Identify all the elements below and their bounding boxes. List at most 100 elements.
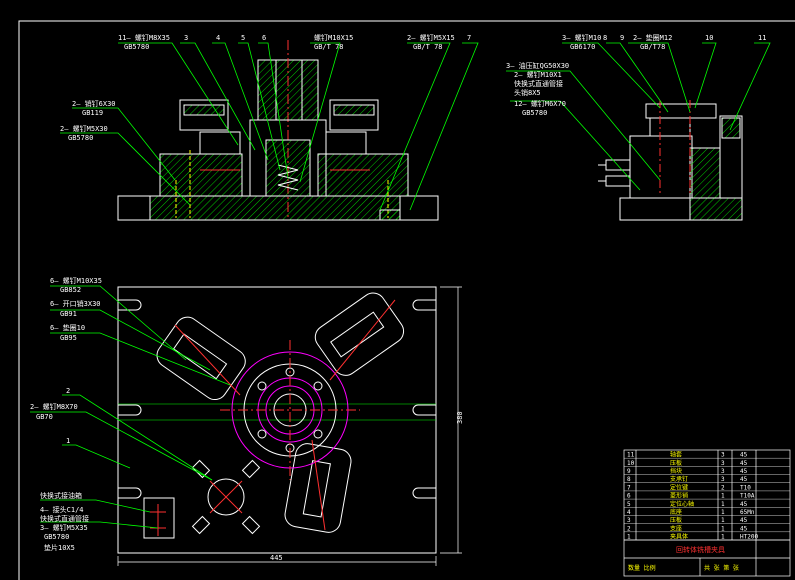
label-plan-a: 6— 螺钉M10X35 [50, 276, 102, 285]
bom-cell-m: HT200 [740, 534, 758, 541]
bom-cell-q: 1 [721, 493, 725, 500]
side-label-texts: 3— 油压缸QG50X30 2— 螺钉M10X1 快换式直通管接 头销8X5 1… [506, 33, 766, 117]
label-cylinder: 3— 油压缸QG50X30 [506, 61, 569, 70]
plan-leaders [30, 285, 231, 529]
label-n5: 5 [241, 34, 245, 42]
label-plan-c-std: GB95 [60, 334, 77, 342]
bom-cell-n: 2 [627, 525, 631, 532]
bom-cell-name: 定位心轴 [670, 500, 694, 508]
bom-cell-m: T10 [740, 484, 751, 491]
bom-cell-m: 45 [740, 460, 748, 467]
bom-cell-n: 4 [627, 509, 631, 516]
bom-footer-2: 共 张 第 张 [704, 564, 739, 572]
label-plan-g: 快换式直通管接 [40, 514, 89, 523]
bom-cell-name: 压板 [670, 459, 682, 467]
label-item-11-std: GB5780 [124, 43, 149, 51]
label-n8: 8 [603, 34, 607, 42]
bom-cell-q: 3 [721, 460, 725, 467]
label-plan-e: 快换式接油箱 [40, 491, 82, 500]
bom-cell-m: 45 [740, 525, 748, 532]
bom-cell-name: 菱形销 [670, 492, 688, 500]
label-plan-b-std: GB91 [60, 310, 77, 318]
bom-cell-m: 45 [740, 468, 748, 475]
label-cylinder-2: 2— 螺钉M10X1 [514, 70, 562, 79]
bom-cell-q: 1 [721, 517, 725, 524]
bom-cell-n: 6 [627, 493, 631, 500]
bom-cell-n: 7 [627, 484, 631, 491]
front-label-texts: 11— 螺钉M8X35 GB5780 3 4 5 6 螺钉M10X15 GB/T… [60, 33, 471, 142]
plan-label-texts: 6— 螺钉M10X35 GB852 6— 开口销3X30 GB91 6— 垫圈1… [30, 276, 102, 552]
bom-cell-name: 夹具体 [670, 533, 688, 541]
bom-cell-n: 11 [627, 452, 635, 459]
label-cylinder-5-std: GB5780 [522, 109, 547, 117]
label-side-2: 2— 垫圈M12 [633, 33, 672, 42]
label-cylinder-5: 12— 螺钉M6X70 [514, 99, 566, 108]
bom-cell-n: 3 [627, 517, 631, 524]
bom-cell-name: 挡块 [670, 467, 682, 475]
bom-cell-q: 2 [721, 484, 725, 491]
bom-cell-q: 1 [721, 525, 725, 532]
plan-dimensions [117, 286, 462, 566]
bom-cell-m: T10A [740, 493, 755, 500]
bom-cell-name: 支承钉 [670, 475, 688, 483]
bom-cell-n: 10 [627, 460, 635, 467]
bom-cell-n: 8 [627, 476, 631, 483]
bom-cell-q: 3 [721, 476, 725, 483]
bom-table [623, 449, 791, 577]
label-plan-h: 3— 螺钉M5X35 [40, 523, 88, 532]
label-pin-std: GB119 [82, 109, 103, 117]
side-view [598, 100, 743, 221]
bom-cell-name: 定位键 [670, 483, 688, 491]
label-plan-a-std: GB852 [60, 286, 81, 294]
label-plan-b: 6— 开口销3X30 [50, 299, 101, 308]
plan-view [117, 286, 437, 554]
bom-cell-q: 1 [721, 534, 725, 541]
label-side-2-std: GB/T78 [640, 43, 665, 51]
label-nut-std: GB/T 78 [314, 43, 344, 51]
bom-cell-m: 45 [740, 452, 748, 459]
front-leaders [60, 42, 479, 211]
label-n9: 9 [620, 34, 624, 42]
bom-cell-q: 1 [721, 509, 725, 516]
label-plan-h-std: GB5780 [44, 533, 69, 541]
label-plan-n2: 2 [66, 387, 70, 395]
bom-footer-1: 数量 比例 [628, 564, 656, 572]
bom-cell-q: 1 [721, 501, 725, 508]
bom-cell-q: 3 [721, 452, 725, 459]
label-plan-f: 4— 接头C1/4 [40, 505, 84, 514]
label-item-2: 2— 螺钉M5X15 [407, 33, 455, 42]
label-item-2-std: GB/T 78 [413, 43, 443, 51]
label-n4: 4 [216, 34, 220, 42]
label-item-11: 11— 螺钉M8X35 [118, 33, 170, 42]
bom-cell-n: 5 [627, 501, 631, 508]
label-n11: 11 [758, 34, 766, 42]
drawing-border [18, 20, 795, 580]
bom-cell-name: 压板 [670, 516, 682, 524]
label-n6: 6 [262, 34, 266, 42]
bom-cell-q: 3 [721, 468, 725, 475]
label-cylinder-3: 快换式直通管接 [514, 79, 563, 88]
label-plan-d: 2— 螺钉M8X70 [30, 402, 78, 411]
dim-height: 380 [456, 411, 464, 424]
bom-cell-m: 45 [740, 517, 748, 524]
bom-cell-n: 9 [627, 468, 631, 475]
label-plan-d-std: GB70 [36, 413, 53, 421]
label-pin: 2— 销钉6X30 [72, 99, 116, 108]
bom-cell-n: 1 [627, 534, 631, 541]
label-plan-i: 垫片10X5 [44, 543, 75, 552]
bom-cell-name: 支座 [670, 524, 682, 532]
label-bolt-std: GB5780 [68, 134, 93, 142]
bom-cell-m: 45 [740, 476, 748, 483]
label-side-3: 3— 螺钉M10 [562, 33, 601, 42]
bom-cell-name: 底座 [670, 508, 682, 516]
label-nut: 螺钉M10X15 [314, 33, 353, 42]
label-n3: 3 [184, 34, 188, 42]
dim-width: 445 [270, 554, 283, 562]
label-plan-c: 6— 垫圈10 [50, 323, 85, 332]
label-n7: 7 [467, 34, 471, 42]
bom-cell-name: 轴套 [670, 451, 682, 459]
label-bolt: 2— 螺钉M5X30 [60, 124, 108, 133]
bom-cell-m: 45 [740, 501, 748, 508]
